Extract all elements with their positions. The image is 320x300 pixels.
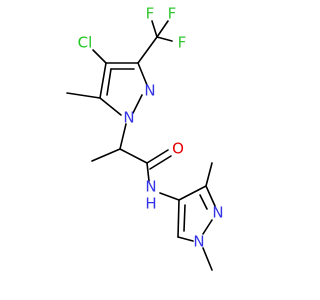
bond-pz2-c3-n2-inner (199, 194, 208, 210)
bond-c5-methyl (66, 92, 101, 99)
nitrogen-atom-pyrazole1-lower: N (123, 109, 134, 127)
bond-pz2-c3-n2 (205, 185, 216, 207)
bond-c-o (146, 149, 169, 164)
hydrogen-atom-amide: H (145, 195, 156, 213)
nitrogen-atom-pyrazole2-upper: N (212, 204, 223, 222)
fluorine-atom-top-left: F (146, 5, 155, 23)
bond-c3-n2 (137, 62, 148, 86)
nitrogen-atom-amide: N (145, 178, 156, 196)
bond-c5-c4-inner (106, 68, 112, 96)
bond-carbonyl-n (146, 162, 150, 182)
fluorine-atom-right: F (178, 34, 187, 52)
chlorine-atom: Cl (78, 34, 93, 52)
nitrogen-atom-pyrazole1-upper: N (144, 82, 155, 100)
bond-c5-c4 (99, 62, 107, 99)
bond-c4-cl (92, 49, 107, 64)
bond-pz2-c5-c4 (177, 199, 180, 238)
oxygen-atom: O (172, 140, 184, 158)
bond-pz2-n1-methyl (202, 247, 213, 271)
bond-ch-carbonyl (119, 148, 148, 164)
bonds (66, 20, 216, 271)
fluorine-atom-top-right: F (168, 5, 177, 23)
bond-c3-cf3 (137, 36, 158, 64)
bond-c-o-second (149, 155, 172, 170)
bond-pz2-c5-c4-inner (183, 204, 186, 232)
bond-n-c4-pz2 (159, 192, 180, 201)
molecule-structure: Cl F F F N N O N H N N (66, 5, 224, 271)
bond-cf3-f-top-left (151, 20, 158, 38)
bond-pz2-c4-c3 (178, 185, 207, 201)
bond-cf3-f-right (156, 36, 173, 42)
bond-pz2-c3-methyl (205, 162, 213, 187)
bond-n2-n1 (132, 94, 143, 114)
bond-ch-methyl (91, 148, 121, 162)
atom-labels: Cl F F F N N O N H N N (78, 5, 224, 251)
nitrogen-atom-pyrazole2-lower: N (193, 233, 204, 251)
bond-n1-c5 (99, 97, 122, 116)
bond-cf3-f-top-right (156, 20, 169, 38)
structure-canvas: Cl F F F N N O N H N N (66, 5, 224, 271)
bond-n1-ch (119, 123, 127, 150)
bond-pz2-n1-c5 (177, 236, 194, 242)
bond-pz2-n2-n1 (202, 219, 213, 235)
